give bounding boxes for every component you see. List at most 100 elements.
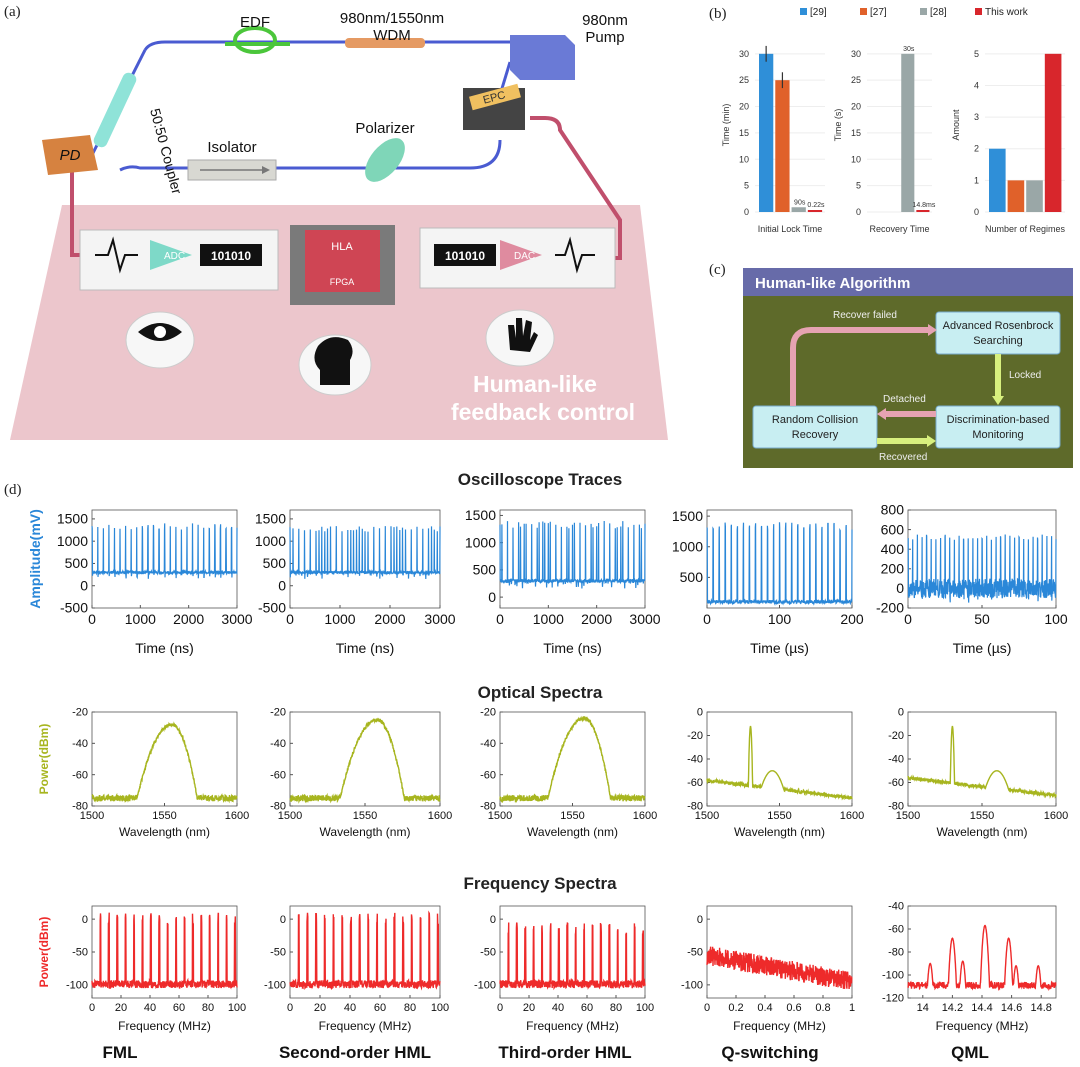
bar-2-2 — [1026, 180, 1043, 212]
pump-label-2: Pump — [585, 29, 624, 46]
box-search — [935, 311, 1061, 355]
y-tick-label: -60 — [72, 769, 88, 781]
y-tick-label: -60 — [480, 769, 496, 781]
x-tick-label: 3000 — [221, 611, 252, 627]
y-tick-label: 0 — [697, 914, 703, 926]
x-tick-label: 0.6 — [786, 1002, 801, 1014]
y-tick-label: -40 — [888, 901, 904, 913]
legend-label: [29] — [810, 7, 827, 18]
flowchart-header — [743, 268, 1073, 296]
algorithm-flowchart: Human-like Algorithm Advanced Rosenbrock… — [743, 268, 1073, 468]
head-gear-icon — [314, 337, 353, 385]
edf-label: EDF — [240, 14, 270, 31]
y-tick-label: -20 — [687, 730, 703, 742]
x-tick-label: 1600 — [633, 810, 657, 822]
bar-0-1 — [775, 80, 790, 212]
y-tick-label: -80 — [888, 947, 904, 959]
algorithm-title: Human-like Algorithm — [755, 275, 910, 292]
y-tick-label: -500 — [258, 600, 286, 616]
legend-swatch — [920, 8, 927, 15]
y-tick-label: 0 — [82, 914, 88, 926]
x-tick-label: 0.8 — [815, 1002, 830, 1014]
coupler — [93, 72, 137, 148]
x-tick-label: 0 — [496, 611, 504, 627]
section-oscilloscope: Oscilloscope Traces — [457, 470, 623, 489]
isolator-label: Isolator — [207, 139, 256, 156]
caption-line-1: Human-like — [473, 371, 597, 397]
fiber-ring — [90, 40, 512, 172]
bar-xlabel: Initial Lock Time — [758, 224, 823, 234]
hla-label: HLA — [331, 241, 353, 253]
x-tick-label: 100 — [768, 611, 792, 627]
bar-2-3 — [1044, 53, 1062, 213]
panel-label-c: (c) — [709, 262, 726, 278]
x-tick-label: 60 — [581, 1002, 593, 1014]
x-axis-label: Time (µs) — [953, 640, 1012, 656]
y-tick-label: 1500 — [672, 508, 703, 524]
bar-ylabel: Time (s) — [833, 109, 843, 142]
y-tick-label: 1000 — [465, 534, 496, 550]
x-tick-label: 0 — [286, 611, 294, 627]
x-tick-label: 1500 — [488, 810, 512, 822]
y-tick-label: 1500 — [57, 511, 88, 527]
x-tick-label: 14.8 — [1030, 1002, 1051, 1014]
x-tick-label: 60 — [374, 1002, 386, 1014]
x-tick-label: 80 — [202, 1002, 214, 1014]
y-tick-label: -60 — [888, 777, 904, 789]
wdm — [345, 38, 425, 48]
x-tick-label: 1600 — [1044, 810, 1068, 822]
y-tick-label: 0 — [488, 589, 496, 605]
epc-label: EPC — [482, 89, 507, 106]
plot-frame — [91, 905, 238, 999]
y-tick-label: -80 — [270, 801, 286, 813]
pd-label: PD — [60, 147, 81, 164]
y-tick-label: -20 — [270, 707, 286, 719]
bar-tick-label: 5 — [856, 181, 861, 191]
x-tick-label: 100 — [431, 1002, 449, 1014]
trace-opt-fml — [91, 721, 238, 804]
x-tick-label: 1600 — [428, 810, 452, 822]
x-tick-label: 1550 — [152, 810, 176, 822]
y-tick-label: 1500 — [255, 511, 286, 527]
x-tick-label: 1600 — [840, 810, 864, 822]
plot-frame — [907, 711, 1057, 807]
x-tick-label: 1500 — [896, 810, 920, 822]
y-tick-label: -50 — [480, 947, 496, 959]
x-tick-label: 40 — [144, 1002, 156, 1014]
column-name-3hml: Third-order HML — [498, 1043, 632, 1062]
bar-xlabel: Recovery Time — [869, 224, 929, 234]
plot-frame — [499, 711, 646, 807]
x-tick-label: 100 — [1044, 611, 1068, 627]
caption-line-2: feedback control — [451, 399, 635, 425]
x-tick-label: 0 — [88, 611, 96, 627]
legend-swatch — [800, 8, 807, 15]
y-axis-label: Power(dBm) — [37, 917, 51, 988]
y-tick-label: 0 — [80, 577, 88, 593]
y-tick-label: -40 — [72, 738, 88, 750]
y-tick-label: 500 — [680, 569, 704, 585]
edf-coil — [233, 26, 277, 54]
x-tick-label: 80 — [404, 1002, 416, 1014]
polarizer — [365, 138, 405, 182]
box-recovery-text-2: Recovery — [792, 429, 839, 441]
trace-freq-2hml — [289, 910, 441, 991]
box-monitor-text-2: Monitoring — [972, 429, 1023, 441]
y-tick-label: 500 — [473, 562, 497, 578]
legend-label: This work — [985, 7, 1029, 18]
y-tick-label: 1000 — [255, 533, 286, 549]
arrow-detached-label: Detached — [883, 394, 926, 405]
plot-frame — [91, 711, 238, 807]
y-tick-label: 500 — [263, 555, 287, 571]
y-axis-label: Power(dBm) — [37, 724, 51, 795]
trace-opt-qml — [907, 725, 1057, 799]
x-tick-label: 3000 — [629, 611, 660, 627]
bar-tick-label: 3 — [974, 112, 979, 122]
y-tick-label: -40 — [687, 754, 703, 766]
adc-label: ADC — [164, 251, 185, 262]
